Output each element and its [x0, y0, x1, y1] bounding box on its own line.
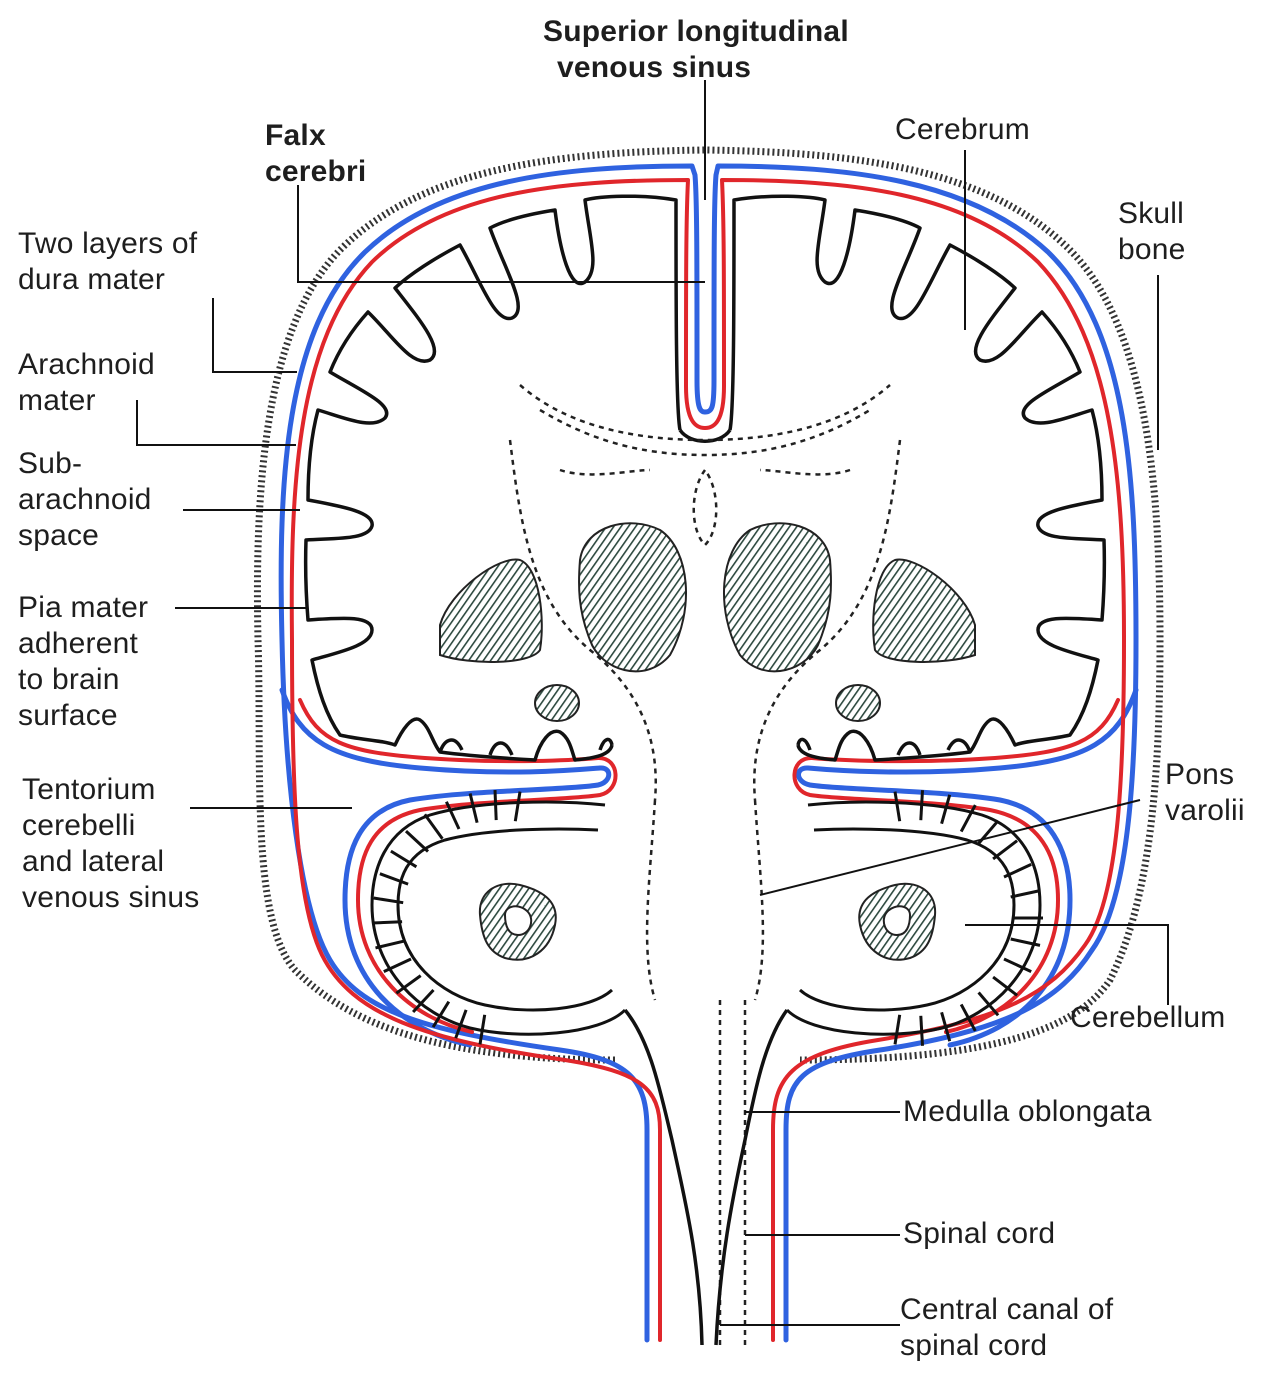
cerebellar-folium [993, 841, 1017, 859]
cerebellar-folium [515, 792, 520, 822]
cerebellar-folium [495, 790, 496, 820]
cerebellar-folium [470, 794, 477, 823]
internal-structures [510, 385, 900, 1350]
cerebrum-outline [306, 196, 1105, 760]
label-line: to brain [18, 662, 148, 698]
label-pons-varolii: Pons varolii [1165, 757, 1245, 829]
cerebellar-folium [406, 831, 428, 851]
basal-ganglia [440, 523, 975, 959]
label-spinal-cord: Spinal cord [903, 1216, 1055, 1252]
label-line: Spinal cord [903, 1216, 1055, 1252]
cerebellar-folium [942, 795, 950, 824]
label-superior-longitudinal-sinus: Superior longitudinal venous sinus [543, 14, 849, 86]
label-line: Falx [265, 118, 366, 154]
label-line: venous sinus [543, 50, 849, 86]
label-line: surface [18, 698, 148, 734]
label-line: Pons [1165, 757, 1245, 793]
cerebellar-folium [921, 790, 923, 820]
label-line: Central canal of [900, 1292, 1113, 1328]
label-line: Pia mater [18, 590, 148, 626]
label-medulla-oblongata: Medulla oblongata [903, 1094, 1152, 1130]
label-line: Arachnoid [18, 347, 155, 383]
cerebellar-folium [921, 1016, 923, 1046]
label-subarachnoid-space: Sub- arachnoid space [18, 446, 152, 554]
label-pia-mater: Pia mater adherent to brain surface [18, 590, 148, 734]
label-line: spinal cord [900, 1328, 1113, 1364]
cerebellum-folia [372, 790, 1043, 1046]
dura-mater [281, 166, 1136, 1340]
label-tentorium-cerebelli: Tentorium cerebelli and lateral venous s… [22, 772, 200, 916]
label-line: Medulla oblongata [903, 1094, 1152, 1130]
label-line: space [18, 518, 152, 554]
label-skull-bone: Skull bone [1118, 196, 1186, 268]
label-line: Tentorium [22, 772, 200, 808]
cerebellar-folium [1011, 891, 1040, 897]
label-line: varolii [1165, 793, 1245, 829]
label-line: Sub- [18, 446, 152, 482]
label-cerebrum: Cerebrum [895, 112, 1030, 148]
label-line: bone [1118, 232, 1186, 268]
label-line: cerebri [265, 154, 366, 190]
label-line: arachnoid [18, 482, 152, 518]
label-line: cerebelli [22, 808, 200, 844]
label-line: adherent [18, 626, 148, 662]
label-falx-cerebri: Falx cerebri [265, 118, 366, 190]
label-line: dura mater [18, 262, 197, 298]
label-line: Superior longitudinal [543, 14, 849, 50]
label-line: venous sinus [22, 880, 200, 916]
label-line: Cerebellum [1070, 1000, 1225, 1036]
label-line: Two layers of [18, 226, 197, 262]
cerebellar-folium [376, 941, 405, 948]
cerebellar-folium [372, 922, 402, 923]
label-line: Skull [1118, 196, 1186, 232]
label-central-canal: Central canal of spinal cord [900, 1292, 1113, 1364]
label-line: and lateral [22, 844, 200, 880]
cerebellar-folium [895, 1015, 900, 1045]
cerebellar-folium [895, 792, 900, 822]
label-arachnoid-mater: Arachnoid mater [18, 347, 155, 419]
cerebellar-folium [425, 814, 443, 838]
label-line: mater [18, 383, 155, 419]
label-line: Cerebrum [895, 112, 1030, 148]
label-cerebellum: Cerebellum [1070, 1000, 1225, 1036]
label-dura-mater: Two layers of dura mater [18, 226, 197, 298]
